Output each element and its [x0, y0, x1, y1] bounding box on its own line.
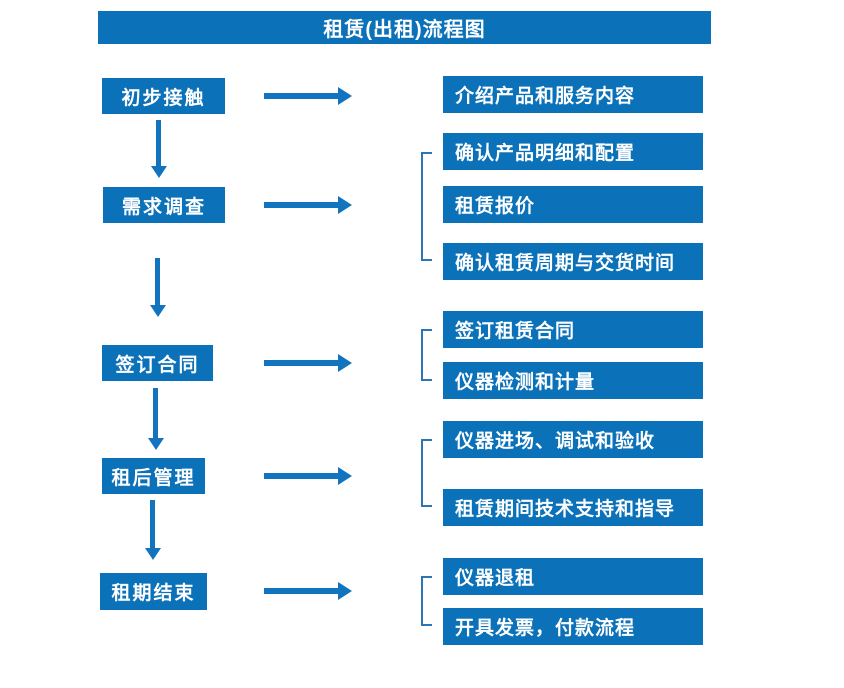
- flow-arrow-right-5: [264, 588, 338, 594]
- flow-arrow-down-1: [156, 120, 161, 166]
- detail-box-instrument-test-calibration: 仪器检测和计量: [443, 362, 703, 399]
- group-bracket-5: [421, 576, 432, 626]
- flow-arrow-down-3: [153, 388, 158, 438]
- detail-box-confirm-period-delivery: 确认租赁周期与交货时间: [443, 243, 703, 280]
- detail-box-tech-support-guidance: 租赁期间技术支持和指导: [443, 489, 703, 526]
- detail-box-rental-quote: 租赁报价: [443, 186, 703, 223]
- group-bracket-3: [421, 329, 432, 381]
- detail-box-intro-products-services: 介绍产品和服务内容: [443, 76, 703, 113]
- step-box-demand-survey: 需求调查: [103, 187, 225, 223]
- page-title: 租赁(出租)流程图: [323, 19, 486, 41]
- step-box-sign-contract: 签订合同: [102, 345, 213, 381]
- flow-arrow-down-2: [155, 258, 160, 305]
- title-bar: 租赁(出租)流程图: [98, 11, 711, 44]
- detail-box-invoice-payment: 开具发票，付款流程: [443, 608, 703, 645]
- flow-arrow-down-4: [150, 500, 155, 548]
- detail-box-sign-rental-contract: 签订租赁合同: [443, 311, 703, 348]
- detail-box-instrument-setup-acceptance: 仪器进场、调试和验收: [443, 421, 703, 458]
- flow-arrow-right-1: [264, 93, 338, 99]
- flow-arrow-right-3: [264, 360, 338, 366]
- group-bracket-2: [421, 152, 432, 261]
- group-bracket-4: [421, 439, 432, 507]
- step-box-rental-end: 租期结束: [100, 573, 207, 610]
- step-box-initial-contact: 初步接触: [102, 78, 225, 114]
- detail-box-instrument-return: 仪器退租: [443, 558, 703, 595]
- flow-arrow-right-4: [264, 473, 338, 479]
- detail-box-confirm-product-config: 确认产品明细和配置: [443, 133, 703, 170]
- step-box-post-rental-management: 租后管理: [102, 458, 205, 494]
- flow-arrow-right-2: [264, 202, 338, 208]
